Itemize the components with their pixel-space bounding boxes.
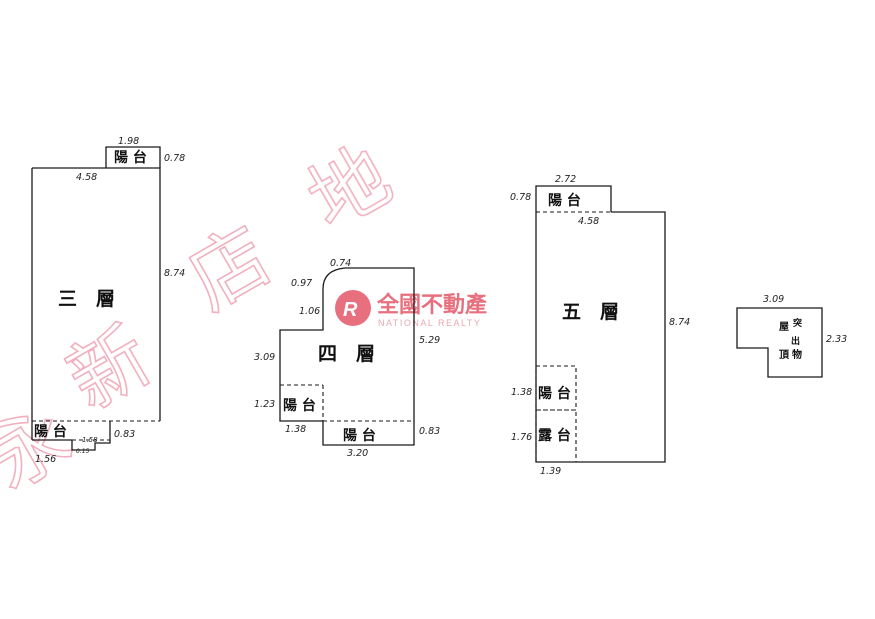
floor5-dim-platform-height: 1.76 bbox=[511, 432, 532, 443]
logo-emblem bbox=[335, 290, 371, 326]
floor4-room-label: 四 層 bbox=[318, 343, 375, 365]
roof-label-line-2: 突 bbox=[793, 317, 802, 329]
roof-dim-height: 2.33 bbox=[826, 334, 847, 345]
roof-label-line-3: 出 bbox=[791, 335, 800, 347]
logo-emblem-mark: R bbox=[343, 299, 358, 321]
floor4-outline bbox=[279, 267, 415, 446]
floor4-dim-top-left: 0.97 bbox=[291, 278, 312, 289]
floor4-dim-balcony-height: 1.23 bbox=[254, 399, 275, 410]
floor-5-plan: 陽 台 五 層 陽 台 露 台 2.72 0.78 4.58 8.74 1.38… bbox=[510, 174, 690, 477]
floor5-side-balcony-label: 陽 台 bbox=[538, 385, 571, 402]
roof-structure-plan: 屋 突 出 頂 物 3.09 2.33 bbox=[736, 294, 847, 378]
floor5-room-label: 五 層 bbox=[562, 301, 619, 323]
floor5-dim-main-width: 4.58 bbox=[578, 216, 599, 227]
watermark-char-3: 店 bbox=[174, 210, 287, 327]
floor5-dim-main-height: 8.74 bbox=[669, 317, 690, 328]
roof-label-line-1: 屋 bbox=[779, 321, 789, 333]
floor3-room-label: 三 層 bbox=[58, 288, 115, 310]
floor5-side-platform-outline bbox=[535, 409, 577, 463]
roof-dim-width: 3.09 bbox=[763, 294, 784, 305]
floor5-side-platform-label: 露 台 bbox=[538, 427, 571, 444]
floor3-top-balcony-label: 陽 台 bbox=[114, 149, 147, 166]
logo-subtitle: NATIONAL REALTY bbox=[378, 318, 481, 328]
floor4-dim-bottom-depth: 0.83 bbox=[419, 426, 440, 437]
floor3-dim-bottom-depth: 0.83 bbox=[114, 429, 135, 440]
logo-brand-text: 全國不動產 bbox=[376, 292, 487, 318]
floor5-dim-top-depth: 0.78 bbox=[510, 192, 531, 203]
floor3-dim-bottom-width: 1.56 bbox=[35, 454, 56, 465]
floor5-dim-top-width: 2.72 bbox=[555, 174, 576, 185]
floor4-dim-bottom-width: 3.20 bbox=[347, 448, 368, 459]
floor5-main-outline bbox=[535, 211, 666, 463]
roof-label-line-5: 物 bbox=[792, 348, 802, 361]
floor4-dim-left-height: 3.09 bbox=[254, 352, 275, 363]
floor3-dim-main-width: 4.58 bbox=[76, 172, 97, 183]
floor3-top-balcony-outline bbox=[105, 146, 161, 168]
floor5-dim-balcony-height: 1.38 bbox=[511, 387, 532, 398]
floor3-dim-top-width: 1.98 bbox=[118, 136, 139, 147]
floor4-dim-left-upper: 1.06 bbox=[299, 306, 320, 317]
roof-outline bbox=[736, 307, 823, 378]
brand-logo: R 全國不動產 NATIONAL REALTY bbox=[335, 290, 487, 328]
floor3-dim-main-height: 8.74 bbox=[164, 268, 185, 279]
floor4-dim-right-height: 5.29 bbox=[419, 335, 440, 346]
floor3-bottom-balcony-label: 陽 台 bbox=[34, 423, 67, 440]
floor-3-plan: 陽 台 三 層 陽 台 1.98 0.78 4.58 8.74 0.83 1.5… bbox=[31, 136, 185, 465]
watermark-char-2: 新 bbox=[54, 310, 167, 427]
floor3-dim-top-depth: 0.78 bbox=[164, 153, 185, 164]
floor4-dim-top-right: 0.74 bbox=[330, 258, 351, 269]
floor4-bottom-balcony-label: 陽 台 bbox=[343, 427, 376, 444]
floor-4-plan: 四 層 陽 台 陽 台 0.74 0.97 1.06 3.09 5.29 1.2… bbox=[254, 258, 440, 459]
floor4-left-balcony-label: 陽 台 bbox=[283, 397, 316, 414]
watermark-char-4: 地 bbox=[294, 130, 407, 247]
floor5-top-balcony-outline bbox=[535, 185, 612, 212]
floor3-main-outline bbox=[31, 167, 161, 440]
floor3-dim-bottom-small2: 0.15 bbox=[76, 448, 90, 455]
roof-label-line-4: 頂 bbox=[779, 349, 790, 361]
watermark-char-1: 永 bbox=[0, 390, 86, 507]
floor5-dim-bottom-width: 1.39 bbox=[540, 466, 561, 477]
floor4-dim-balcony-width: 1.38 bbox=[285, 424, 306, 435]
floor5-top-balcony-label: 陽 台 bbox=[548, 192, 581, 209]
floor3-dim-bottom-small: 1.58 bbox=[82, 436, 98, 444]
